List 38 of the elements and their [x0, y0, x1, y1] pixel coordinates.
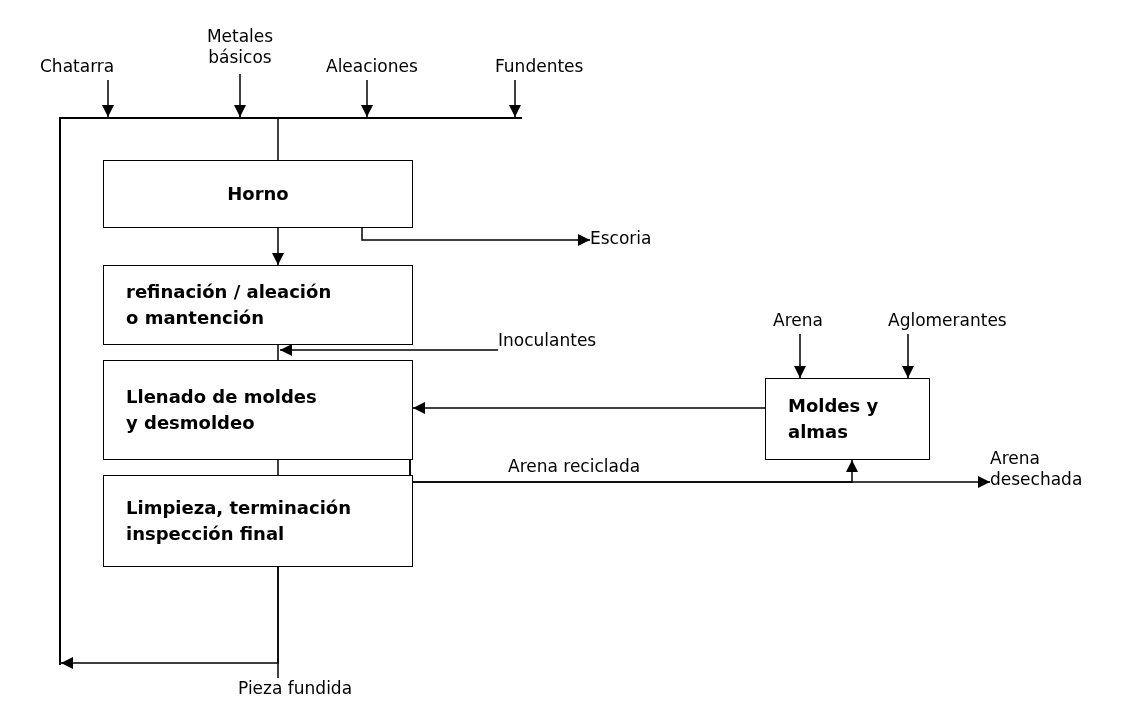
process-box	[103, 360, 413, 460]
arrow	[279, 344, 499, 356]
arrow	[361, 79, 373, 118]
connector-line	[277, 459, 279, 476]
arrow	[234, 73, 246, 118]
flow-label: Arena	[773, 310, 833, 332]
bus-line	[59, 117, 61, 665]
connector-line	[277, 118, 279, 161]
edge-label: Arena reciclada	[508, 456, 641, 478]
flow-label: Arena desechada	[990, 448, 1105, 491]
arrow	[409, 459, 858, 483]
arrow	[509, 79, 521, 118]
flow-label: Escoria	[590, 228, 670, 250]
connector-line	[277, 344, 279, 361]
process-box	[103, 265, 413, 345]
arrow	[102, 79, 114, 118]
arrow	[794, 333, 806, 379]
flow-label: Metales básicos	[185, 26, 295, 69]
arrow	[902, 333, 914, 379]
flow-label: Aglomerantes	[888, 310, 1028, 332]
arrow	[60, 566, 279, 669]
process-label: Llenado de moldes y desmoldeo	[126, 384, 318, 435]
flow-label: Aleaciones	[326, 56, 446, 78]
process-box	[765, 378, 930, 460]
process-label: refinación / aleación o mantención	[126, 279, 333, 330]
process-label: Limpieza, terminación inspección final	[126, 495, 352, 546]
arrow	[412, 402, 766, 414]
flow-label: Chatarra	[40, 56, 140, 78]
flow-label: Fundentes	[495, 56, 610, 78]
arrow	[272, 227, 284, 266]
process-box	[103, 160, 413, 228]
flow-label: Pieza fundida	[238, 678, 378, 700]
bus-line	[59, 117, 522, 119]
flow-label: Inoculantes	[498, 330, 628, 352]
process-label: Moldes y almas	[788, 393, 880, 444]
process-box	[103, 475, 413, 567]
process-label: Horno	[227, 181, 289, 206]
arrow	[361, 227, 591, 246]
